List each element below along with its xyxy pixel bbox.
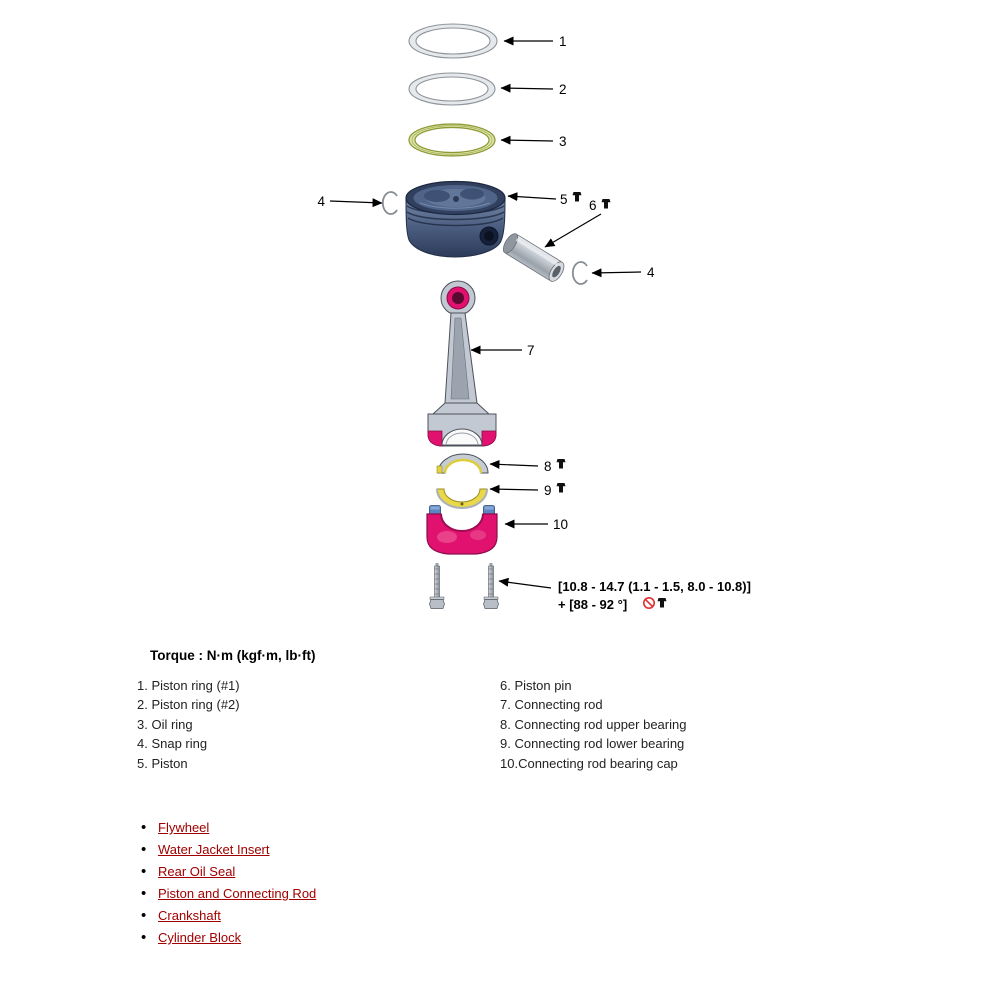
callout-label-4-right: 4 bbox=[647, 265, 655, 280]
callout-label-7: 7 bbox=[527, 343, 535, 358]
callout-arrow bbox=[507, 192, 557, 202]
link-crankshaft[interactable]: Crankshaft bbox=[158, 908, 221, 923]
do-not-reuse-icon bbox=[642, 596, 655, 609]
link-flywheel[interactable]: Flywheel bbox=[158, 820, 210, 835]
link-item: Piston and Connecting Rod bbox=[141, 885, 317, 908]
callout-arrow bbox=[500, 83, 554, 93]
connecting-rod-upper-bearing bbox=[436, 453, 489, 474]
snap-ring-left bbox=[381, 191, 398, 215]
part-item-7: 7. Connecting rod bbox=[500, 697, 603, 713]
connecting-rod bbox=[427, 280, 497, 447]
part-item-1: 1. Piston ring (#1) bbox=[137, 678, 240, 693]
part-item-9: 9. Connecting rod lower bearing bbox=[500, 736, 685, 752]
callout-label-6: 6 bbox=[589, 198, 597, 213]
bearing-cap-bolt-left bbox=[429, 562, 445, 609]
link-item: Water Jacket Insert bbox=[141, 841, 316, 864]
connecting-rod-lower-bearing bbox=[436, 488, 488, 509]
callout-label-1: 1 bbox=[559, 34, 567, 49]
part-item-6: 6. Piston pin bbox=[500, 678, 572, 693]
callout-label-3: 3 bbox=[559, 134, 567, 149]
part-item-3: 3. Oil ring bbox=[137, 716, 193, 732]
callout-label-4-left: 4 bbox=[317, 194, 325, 209]
callout-arrow bbox=[489, 484, 539, 494]
link-cylinder-block[interactable]: Cylinder Block bbox=[158, 930, 242, 945]
callout-label-2: 2 bbox=[559, 82, 567, 97]
callout-label-5: 5 bbox=[560, 192, 568, 207]
torque-arrow bbox=[498, 577, 552, 589]
callout-label-9: 9 bbox=[544, 483, 552, 498]
link-item: Rear Oil Seal bbox=[141, 863, 316, 886]
snap-ring-right bbox=[571, 261, 588, 285]
callout-arrows bbox=[329, 36, 642, 589]
torque-heading: Torque : N·m (kgf·m, lb·ft) bbox=[150, 648, 316, 663]
torque-spec-line2: + [88 - 92 °] bbox=[558, 597, 627, 612]
part-item-10: 10.Connecting rod bearing cap bbox=[500, 755, 678, 771]
parts-list-column-2: 6. Piston pin 7. Connecting rod 8. Conne… bbox=[500, 676, 686, 773]
callout-arrow bbox=[489, 459, 539, 469]
callout-arrow bbox=[329, 198, 383, 208]
related-links: Flywheel Water Jacket Insert Rear Oil Se… bbox=[141, 819, 317, 952]
piston bbox=[405, 180, 506, 258]
link-item: Crankshaft bbox=[141, 907, 316, 930]
oil-ring bbox=[408, 123, 496, 157]
part-item-5: 5. Piston bbox=[137, 755, 188, 771]
link-water-jacket-insert[interactable]: Water Jacket Insert bbox=[158, 842, 270, 857]
piston-ring-1 bbox=[408, 23, 498, 59]
bearing-cap-bolt-right bbox=[483, 562, 499, 609]
callout-arrow bbox=[500, 135, 554, 145]
link-piston-and-connecting-rod[interactable]: Piston and Connecting Rod bbox=[158, 886, 317, 901]
bolt-spec-icon bbox=[601, 199, 611, 209]
piston-ring-2 bbox=[408, 72, 496, 106]
piston-connecting-rod-diagram: 1 2 3 4 5 6 4 7 8 9 10 [10.8 - 14.7 (1.1… bbox=[317, 23, 751, 612]
link-item: Flywheel bbox=[141, 819, 316, 842]
parts-list-column-1: 1. Piston ring (#1) 2. Piston ring (#2) … bbox=[137, 676, 240, 773]
connecting-rod-bearing-cap bbox=[426, 505, 498, 555]
part-item-2: 2. Piston ring (#2) bbox=[137, 697, 240, 713]
link-item: Cylinder Block bbox=[141, 929, 316, 952]
bolt-spec-icon bbox=[556, 483, 566, 493]
callout-label-10: 10 bbox=[553, 517, 568, 532]
bolt-spec-icon bbox=[556, 459, 566, 469]
callout-arrow bbox=[544, 213, 602, 248]
link-rear-oil-seal[interactable]: Rear Oil Seal bbox=[158, 864, 236, 879]
part-item-8: 8. Connecting rod upper bearing bbox=[500, 716, 687, 732]
piston-pin bbox=[502, 233, 565, 282]
bolt-spec-icon bbox=[657, 598, 667, 608]
part-item-4: 4. Snap ring bbox=[137, 736, 208, 752]
callout-arrow bbox=[591, 268, 642, 278]
bolt-spec-icon bbox=[572, 192, 582, 202]
callout-label-8: 8 bbox=[544, 459, 552, 474]
torque-spec-line1: [10.8 - 14.7 (1.1 - 1.5, 8.0 - 10.8)] bbox=[558, 579, 751, 594]
